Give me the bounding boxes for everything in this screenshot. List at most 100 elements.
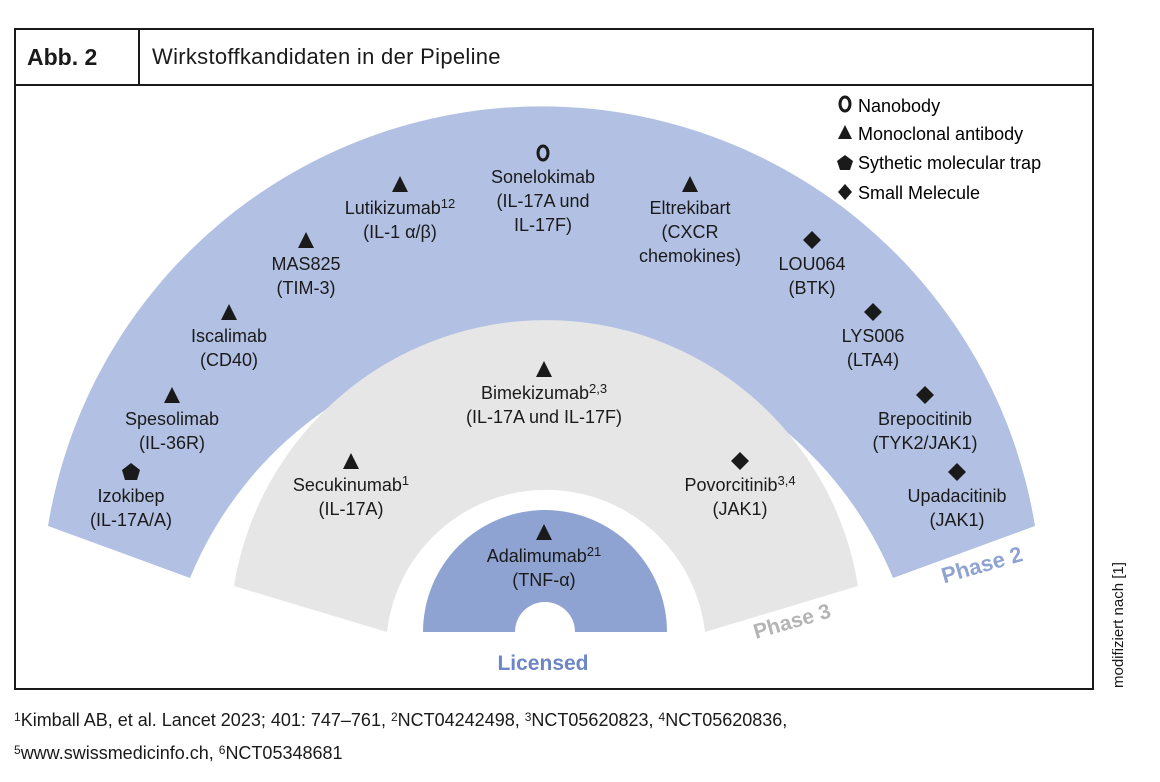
drug-target: (CXCR <box>662 222 719 242</box>
drug-izokibep: Izokibep(IL-17A/A) <box>90 463 172 530</box>
drug-target: (IL-17A und IL-17F) <box>466 407 622 427</box>
triangle-icon <box>221 304 237 320</box>
drug-target: (IL-17A und <box>496 191 589 211</box>
drug-name: Iscalimab <box>191 326 267 346</box>
footnote-text: NCT05348681 <box>225 743 343 763</box>
pentagon-icon <box>122 463 140 480</box>
drug-reference: 12 <box>441 196 455 211</box>
footnote-text: NCT05620836, <box>665 710 788 730</box>
drug-lou064: LOU064 (BTK) <box>778 231 846 298</box>
legend-item: Small Melecule <box>838 183 980 203</box>
diamond-icon <box>731 452 749 470</box>
source-note: modifiziert nach [1] <box>1110 562 1127 688</box>
footnote-line-1: 1Kimball AB, et al. Lancet 2023; 401: 74… <box>14 702 787 735</box>
drug-name: Adalimumab21 <box>487 544 602 566</box>
drug-name: Brepocitinib <box>878 409 972 429</box>
drug-target: (BTK) <box>789 278 836 298</box>
footnote-number: 4 <box>658 710 666 724</box>
triangle-icon <box>343 453 359 469</box>
drug-upadacitinib: Upadacitinib (JAK1) <box>907 463 1007 530</box>
drug-target: (IL-36R) <box>139 433 205 453</box>
drug-spesolimab: Spesolimab (IL-36R) <box>125 387 219 453</box>
footnote-number: 2 <box>390 710 398 724</box>
footnote-text: NCT04242498, <box>397 710 525 730</box>
drug-povorcitinib: Povorcitinib3,4(JAK1) <box>684 452 796 519</box>
drug-reference: 21 <box>587 544 601 559</box>
drug-target: (IL-1 α/β) <box>363 222 437 242</box>
drug-name: Upadacitinib <box>907 486 1006 506</box>
drug-bimekizumab: Bimekizumab2,3 (IL-17A und IL-17F) <box>466 361 622 427</box>
legend-item: Sythetic molecular trap <box>837 153 1041 173</box>
licensed-ring <box>423 510 667 632</box>
footnote-text: NCT05620823, <box>531 710 659 730</box>
triangle-icon <box>838 125 852 139</box>
drug-name: Lutikizumab12 <box>345 196 456 218</box>
legend-item: Monoclonal antibody <box>838 124 1023 144</box>
drug-target: (TIM-3) <box>277 278 336 298</box>
drug-target: (LTA4) <box>847 350 899 370</box>
figure-header: Abb. 2 Wirkstoffkandidaten in der Pipeli… <box>16 30 1092 86</box>
drug-reference: 2,3 <box>589 381 607 396</box>
legend-label: Monoclonal antibody <box>858 124 1023 144</box>
drug-name: Eltrekibart <box>649 198 730 218</box>
drug-target: (JAK1) <box>929 510 984 530</box>
triangle-icon <box>682 176 698 192</box>
drug-adalimumab: Adalimumab21 (TNF-α) <box>487 524 602 590</box>
drug-target-line2: chemokines) <box>639 246 741 266</box>
pentagon-icon <box>837 155 853 170</box>
drug-name: LYS006 <box>842 326 905 346</box>
drug-name: Spesolimab <box>125 409 219 429</box>
drug-iscalimab: Iscalimab (CD40) <box>191 304 267 370</box>
legend-label: Sythetic molecular trap <box>858 153 1041 173</box>
footnote-text: Kimball AB, et al. Lancet 2023; 401: 747… <box>20 710 391 730</box>
drug-target: (TNF-α) <box>512 570 575 590</box>
footnote-line-2: 5www.swissmedicinfo.ch, 6NCT05348681 <box>14 735 787 768</box>
nanobody-ring-icon <box>838 95 852 113</box>
figure-number: Abb. 2 <box>16 30 140 84</box>
footnotes: 1Kimball AB, et al. Lancet 2023; 401: 74… <box>14 702 787 768</box>
footnote-number: 6 <box>218 743 226 757</box>
diamond-icon <box>803 231 821 249</box>
drug-mas825: MAS825 (TIM-3) <box>271 232 341 298</box>
legend: Nanobody Monoclonal antibody Sythetic mo… <box>837 95 1041 203</box>
drug-name: LOU064 <box>778 254 845 274</box>
drug-name: Secukinumab1 <box>293 473 409 495</box>
triangle-icon <box>536 524 552 540</box>
drug-lys006: LYS006 (LTA4) <box>842 303 905 370</box>
footnote-number: 1 <box>14 710 21 724</box>
legend-label: Nanobody <box>858 96 940 116</box>
triangle-icon <box>298 232 314 248</box>
legend-item: Nanobody <box>838 95 940 116</box>
nanobody-ring-icon <box>536 144 550 162</box>
triangle-icon <box>536 361 552 377</box>
footnote-number: 5 <box>14 743 21 757</box>
footnote-text: www.swissmedicinfo.ch, <box>20 743 219 763</box>
triangle-icon <box>392 176 408 192</box>
drug-target: (TYK2/JAK1) <box>872 433 977 453</box>
diamond-icon <box>948 463 966 481</box>
drug-secukinumab: Secukinumab1 (IL-17A) <box>293 453 409 519</box>
figure-title: Wirkstoffkandidaten in der Pipeline <box>152 44 501 69</box>
drug-target: (IL-17A) <box>318 499 383 519</box>
footnote-number: 3 <box>524 710 532 724</box>
drug-reference: 3,4 <box>777 473 795 488</box>
triangle-icon <box>164 387 180 403</box>
diamond-icon <box>838 184 852 200</box>
drug-target: (IL-17A/A) <box>90 510 172 530</box>
drug-reference: 1 <box>402 473 409 488</box>
licensed-label: Licensed <box>497 652 588 675</box>
diamond-icon <box>916 386 934 404</box>
diamond-icon <box>864 303 882 321</box>
phase3-ring <box>234 320 858 632</box>
drug-brepocitinib: Brepocitinib (TYK2/JAK1) <box>872 386 978 453</box>
drug-name: Sonelokimab <box>491 167 595 187</box>
drug-target: (CD40) <box>200 350 258 370</box>
drug-lutikizumab: Lutikizumab12 (IL-1 α/β) <box>345 176 456 242</box>
drug-name: Bimekizumab2,3 <box>481 381 607 403</box>
drug-name: MAS825 <box>271 254 340 274</box>
drug-eltrekibart: Eltrekibart (CXCR chemokines) <box>639 176 741 266</box>
drug-target: (JAK1) <box>712 499 767 519</box>
drug-target-line2: IL-17F) <box>514 215 572 235</box>
